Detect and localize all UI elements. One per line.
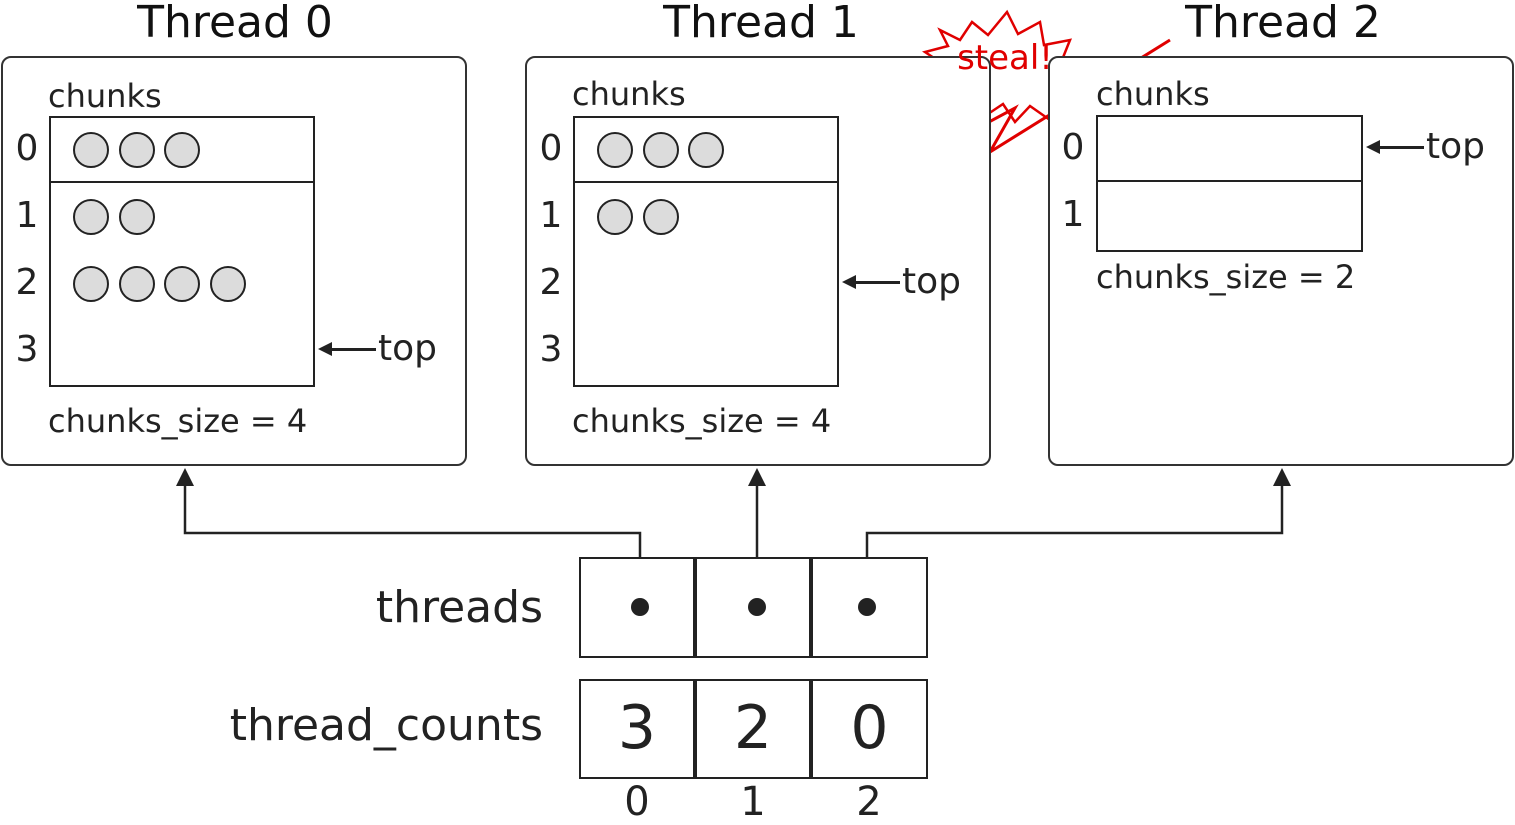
threads-pointer-dot-2 — [858, 598, 876, 616]
thread-0-work-item — [118, 266, 155, 302]
thread-1-work-item — [597, 199, 633, 235]
thread-1-title: Thread 1 — [663, 0, 859, 48]
column-index-1: 1 — [740, 779, 766, 825]
thread-2-title: Thread 2 — [1185, 0, 1381, 48]
thread-1-slot-index-3: 3 — [539, 329, 563, 370]
threads-pointer-dot-1 — [748, 598, 766, 616]
thread-1-slot-index-1: 1 — [539, 195, 563, 236]
thread-1-chunk-slot-3 — [573, 317, 839, 387]
thread-0-chunks-size: chunks_size = 4 — [48, 402, 308, 440]
pointer-arrowhead-thread-1 — [748, 468, 766, 486]
thread-0-chunks-label: chunks — [48, 77, 162, 115]
thread-0-slot-index-2: 2 — [15, 262, 39, 303]
column-index-2: 2 — [856, 779, 882, 825]
thread-0-work-item — [164, 132, 200, 168]
thread-1-chunk-slot-2 — [573, 250, 839, 320]
thread-0-work-item — [118, 199, 155, 235]
thread-1-top-label: top — [902, 261, 961, 302]
left-arrow-icon — [318, 339, 376, 359]
thread-0-work-item — [209, 266, 246, 302]
thread-1-work-item — [642, 132, 679, 168]
thread-0-work-item — [73, 266, 109, 302]
left-arrow-icon — [842, 272, 900, 292]
thread-0-slot-index-1: 1 — [15, 195, 39, 236]
pointer-arrowhead-thread-0 — [176, 468, 194, 486]
pointer-arrowhead-thread-2 — [1273, 468, 1291, 486]
thread-2-slot-index-1: 1 — [1061, 194, 1085, 235]
thread-2-top-label: top — [1426, 126, 1485, 167]
thread-1-slot-index-2: 2 — [539, 262, 563, 303]
thread-0-work-item — [73, 132, 109, 168]
thread-0-top-label: top — [378, 328, 437, 369]
thread-counts-cell-1: 2 — [695, 679, 811, 779]
thread-0-top-marker: top — [318, 329, 437, 369]
threads-array-label: threads — [375, 582, 543, 633]
thread-1-top-marker: top — [842, 262, 961, 302]
thread-1-chunks-size: chunks_size = 4 — [572, 402, 832, 440]
thread-0-chunk-slot-3 — [49, 317, 315, 387]
thread-counts-label: thread_counts — [229, 700, 543, 751]
thread-1-work-item — [642, 199, 679, 235]
threads-pointer-dot-0 — [631, 598, 649, 616]
pointer-line-thread-2 — [865, 485, 1284, 607]
thread-2-slot-index-0: 0 — [1061, 127, 1085, 168]
thread-counts-cell-0: 3 — [579, 679, 695, 779]
thread-1-chunks-label: chunks — [572, 75, 686, 113]
thread-0-work-item — [164, 266, 200, 302]
thread-0-work-item — [73, 199, 109, 235]
thread-2-chunks-label: chunks — [1096, 75, 1210, 113]
thread-counts-cell-2: 0 — [811, 679, 928, 779]
thread-1-work-item — [597, 132, 633, 168]
left-arrow-icon — [1366, 137, 1424, 157]
thread-0-slot-index-3: 3 — [15, 329, 39, 370]
column-index-0: 0 — [624, 779, 650, 825]
thread-0-title: Thread 0 — [137, 0, 333, 48]
thread-0-work-item — [118, 132, 155, 168]
thread-2-top-marker: top — [1366, 127, 1485, 167]
thread-0-slot-index-0: 0 — [15, 128, 39, 169]
thread-2-chunk-slot-1 — [1096, 182, 1363, 252]
thread-1-slot-index-0: 0 — [539, 128, 563, 169]
thread-2-chunk-slot-0 — [1096, 115, 1363, 182]
thread-1-work-item — [688, 132, 724, 168]
steal-label: steal! — [957, 38, 1053, 78]
thread-2-chunks-size: chunks_size = 2 — [1096, 258, 1356, 296]
